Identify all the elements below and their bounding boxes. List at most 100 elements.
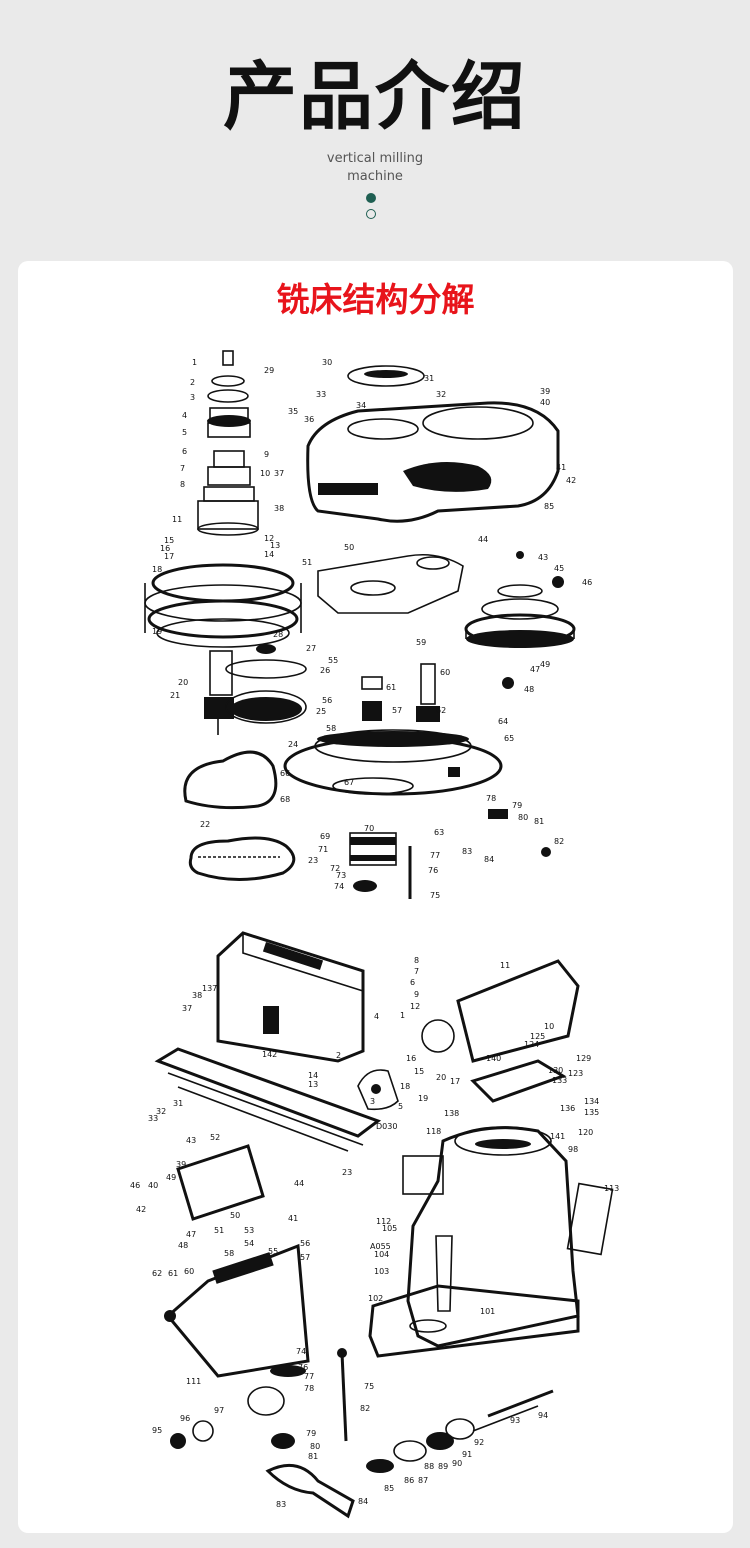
part-label: 51 <box>214 1226 224 1235</box>
part-label: 79 <box>306 1429 316 1438</box>
part-label: 15 <box>414 1067 424 1076</box>
exploded-view-diagram: 1 2 3 4 5 6 7 8 9 10 11 12 13 14 15 16 1… <box>130 350 619 1519</box>
part-label: 35 <box>288 407 298 416</box>
part-label: 135 <box>584 1108 599 1117</box>
part-label: 58 <box>326 724 336 733</box>
part-label: 7 <box>414 967 419 976</box>
part-label: D030 <box>376 1122 397 1131</box>
part-label: 21 <box>170 691 180 700</box>
part-label: 125 <box>530 1032 545 1041</box>
part-label: 5 <box>398 1102 403 1111</box>
part-label: 44 <box>294 1179 304 1188</box>
part-label: 101 <box>480 1307 495 1316</box>
part-label: 74 <box>296 1347 306 1356</box>
part-label: 20 <box>178 678 188 687</box>
part-label: 36 <box>304 415 314 424</box>
part-label: 67 <box>344 778 354 787</box>
part-label: 50 <box>344 543 354 552</box>
part-label: 140 <box>486 1054 501 1063</box>
part-label: 52 <box>210 1133 220 1142</box>
part-label: 130 <box>548 1066 563 1075</box>
part-label: 87 <box>418 1476 428 1485</box>
part-label: 72 <box>330 864 340 873</box>
part-label: 76 <box>298 1363 308 1372</box>
part-label: 13 <box>308 1080 318 1089</box>
part-label: 11 <box>172 515 182 524</box>
milling-head-parts: 1 2 3 4 5 6 7 8 9 10 11 12 13 14 15 16 1… <box>144 350 592 900</box>
part-label: 105 <box>382 1224 397 1233</box>
part-label: 49 <box>540 660 550 669</box>
part-label: 84 <box>484 855 494 864</box>
part-label: 68 <box>280 795 290 804</box>
part-label: 46 <box>130 1181 140 1190</box>
part-label: 50 <box>230 1211 240 1220</box>
part-label: 92 <box>474 1438 484 1447</box>
part-label: 8 <box>180 480 185 489</box>
part-label: 15 <box>164 536 174 545</box>
part-label: 3 <box>370 1097 375 1106</box>
part-label: 91 <box>462 1450 472 1459</box>
part-label: 61 <box>168 1269 178 1278</box>
part-label: 80 <box>518 813 528 822</box>
part-label: 63 <box>434 828 444 837</box>
part-label: 137 <box>202 984 217 993</box>
part-label: 98 <box>568 1145 578 1154</box>
part-label: 42 <box>136 1205 146 1214</box>
part-label: 58 <box>224 1249 234 1258</box>
part-label: 77 <box>304 1372 314 1381</box>
part-label: 33 <box>316 390 326 399</box>
part-label: 123 <box>568 1069 583 1078</box>
part-label: 113 <box>604 1184 619 1193</box>
part-label: 43 <box>538 553 548 562</box>
part-label: 62 <box>436 706 446 715</box>
part-label: 4 <box>374 1012 379 1021</box>
decor-dot-hollow <box>366 209 376 219</box>
part-label: 57 <box>300 1253 310 1262</box>
part-label: 78 <box>304 1384 314 1393</box>
part-label: 93 <box>510 1416 520 1425</box>
part-label: 14 <box>264 550 274 559</box>
part-label: 75 <box>364 1382 374 1391</box>
part-label: 84 <box>358 1497 368 1506</box>
part-label: A055 <box>370 1242 391 1251</box>
part-label: 30 <box>322 358 332 367</box>
part-label: 136 <box>560 1104 575 1113</box>
part-label: 28 <box>273 630 283 639</box>
part-label: 39 <box>540 387 550 396</box>
section-title: 铣床结构分解 <box>276 280 475 319</box>
part-label: 57 <box>392 706 402 715</box>
page-title: 产品介绍 <box>223 54 527 140</box>
part-label: 120 <box>578 1128 593 1137</box>
part-label: 142 <box>262 1050 277 1059</box>
part-label: 55 <box>268 1247 278 1256</box>
part-label: 49 <box>166 1173 176 1182</box>
part-label: 2 <box>336 1051 341 1060</box>
part-label: 59 <box>416 638 426 647</box>
part-label: 32 <box>436 390 446 399</box>
part-label: 38 <box>274 504 284 513</box>
part-label: 95 <box>152 1426 162 1435</box>
part-label: 53 <box>244 1226 254 1235</box>
part-label: 124 <box>524 1040 539 1049</box>
part-label: 25 <box>316 707 326 716</box>
part-label: 112 <box>376 1217 391 1226</box>
part-label: 46 <box>582 578 592 587</box>
part-label: 29 <box>264 366 274 375</box>
part-label: 64 <box>498 717 508 726</box>
part-label: 76 <box>428 866 438 875</box>
part-label: 10 <box>544 1022 554 1031</box>
part-label: 70 <box>364 824 374 833</box>
part-label: 56 <box>300 1239 310 1248</box>
part-label: 10 <box>260 469 270 478</box>
header: 产品介绍 vertical milling machine <box>0 0 750 260</box>
part-label: 6 <box>182 447 187 456</box>
part-label: 138 <box>444 1109 459 1118</box>
part-label: 48 <box>524 685 534 694</box>
part-label: 60 <box>184 1267 194 1276</box>
part-label: 85 <box>544 502 554 511</box>
part-label: 9 <box>264 450 269 459</box>
part-label: 79 <box>512 801 522 810</box>
part-label: 73 <box>336 871 346 880</box>
part-label: 40 <box>540 398 550 407</box>
part-label: 55 <box>328 656 338 665</box>
